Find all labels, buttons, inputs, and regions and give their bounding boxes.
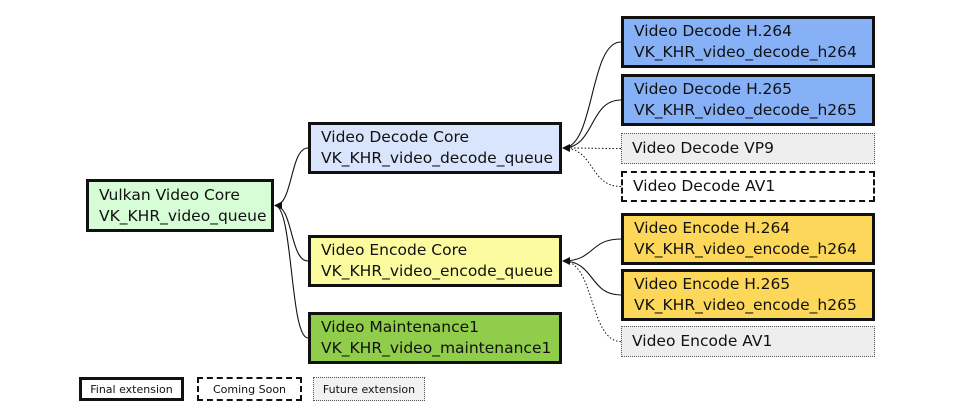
node-title: Video Decode H.265 — [634, 80, 793, 98]
node-title: Video Encode AV1 — [632, 332, 773, 350]
node-title: Vulkan Video Core — [99, 185, 240, 204]
node-video-decode-h264: Video Decode H.264 VK_KHR_video_decode_h… — [621, 16, 875, 68]
connector-decode_core-to-core — [274, 147, 309, 210]
legend-coming-soon: Coming Soon — [197, 377, 302, 401]
node-title: Video Decode VP9 — [632, 139, 774, 157]
node-extension-name: VK_KHR_video_encode_h265 — [634, 296, 857, 314]
node-title: Video Encode Core — [321, 241, 468, 259]
node-video-decode-core: Video Decode Core VK_KHR_video_decode_qu… — [308, 122, 562, 174]
connector-maint1-to-core — [274, 201, 309, 339]
connector-enc_h265-to-encode_core — [562, 257, 622, 296]
node-extension-name: VK_KHR_video_decode_h265 — [634, 101, 857, 119]
legend-final-extension: Final extension — [79, 377, 184, 401]
connector-enc_h264-to-encode_core — [562, 238, 622, 265]
node-title: Video Maintenance1 — [321, 318, 480, 336]
node-extension-name: VK_KHR_video_encode_queue — [321, 262, 553, 280]
node-video-decode-av1: Video Decode AV1 — [621, 171, 875, 202]
node-title: Video Decode AV1 — [633, 177, 776, 195]
node-title: Video Decode Core — [321, 128, 470, 146]
connector-dec_h265-to-decode_core — [562, 99, 622, 152]
connector-enc_av1-to-encode_core — [562, 257, 622, 342]
node-extension-name: VK_KHR_video_decode_h264 — [634, 43, 857, 61]
node-vulkan-video-core: Vulkan Video Core VK_KHR_video_queue — [86, 179, 274, 232]
legend-future-extension: Future extension — [313, 377, 425, 401]
node-video-encode-core: Video Encode Core VK_KHR_video_encode_qu… — [308, 235, 562, 287]
node-video-decode-h265: Video Decode H.265 VK_KHR_video_decode_h… — [621, 74, 875, 126]
node-title: Video Encode H.264 — [634, 219, 791, 237]
node-title: Video Decode H.264 — [634, 22, 793, 40]
node-video-encode-h264: Video Encode H.264 VK_KHR_video_encode_h… — [621, 213, 875, 265]
connector-dec_av1-to-decode_core — [562, 144, 622, 187]
node-video-encode-h265: Video Encode H.265 VK_KHR_video_encode_h… — [621, 269, 875, 321]
node-extension-name: VK_KHR_video_maintenance1 — [321, 339, 552, 357]
connector-dec_h264-to-decode_core — [562, 41, 622, 152]
node-video-maintenance1: Video Maintenance1 VK_KHR_video_maintena… — [308, 312, 562, 364]
node-title: Video Encode H.265 — [634, 275, 791, 293]
node-video-decode-vp9: Video Decode VP9 — [621, 133, 875, 164]
connector-dec_vp9-to-decode_core — [562, 144, 622, 152]
node-extension-name: VK_KHR_video_encode_h264 — [634, 240, 857, 258]
node-extension-name: VK_KHR_video_decode_queue — [321, 149, 554, 167]
node-extension-name: VK_KHR_video_queue — [99, 206, 267, 225]
node-video-encode-av1: Video Encode AV1 — [621, 326, 875, 357]
connector-encode_core-to-core — [274, 201, 309, 262]
